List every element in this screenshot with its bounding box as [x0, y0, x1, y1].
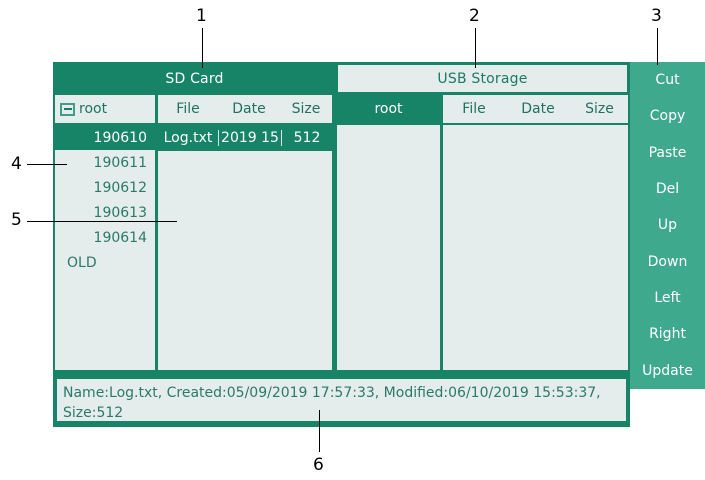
sd-tree-header-label: root — [79, 101, 108, 117]
table-row[interactable]: Log.txt 2019 15 512 — [158, 125, 332, 151]
tree-item[interactable]: OLD — [55, 250, 155, 275]
sd-files-header: File Date Size — [158, 95, 332, 123]
tree-item-label: 190613 — [93, 204, 147, 221]
tab-sd-card[interactable]: SD Card — [53, 65, 336, 92]
callout-number-6: 6 — [313, 455, 324, 475]
column-header-size[interactable]: Size — [585, 101, 614, 117]
cell-file: Log.txt — [163, 130, 213, 146]
up-button[interactable]: Up — [657, 217, 678, 234]
cell-size: 512 — [293, 130, 321, 146]
tree-item-label: OLD — [67, 254, 97, 271]
down-button[interactable]: Down — [647, 253, 688, 270]
status-bar: Name:Log.txt, Created:05/09/2019 17:57:3… — [55, 377, 628, 423]
callout-leader-3 — [657, 28, 658, 65]
callout-number-5: 5 — [11, 210, 22, 230]
copy-button[interactable]: Copy — [649, 108, 686, 125]
callout-number-3: 3 — [651, 6, 662, 26]
cut-button[interactable]: Cut — [655, 72, 680, 89]
update-button[interactable]: Update — [642, 362, 693, 379]
callout-number-1: 1 — [196, 6, 207, 26]
paste-button[interactable]: Paste — [648, 144, 687, 161]
tree-item[interactable]: 190612 — [55, 175, 155, 200]
tree-item[interactable]: 190611 — [55, 150, 155, 175]
file-manager-window: SD Card USB Storage root File Date Size … — [53, 62, 630, 427]
sd-tree-header[interactable]: root — [55, 95, 155, 123]
callout-leader-2 — [475, 28, 476, 68]
cell-date: 2019 15 — [218, 130, 282, 146]
column-header-size[interactable]: Size — [291, 101, 321, 117]
tab-sd-card-label: SD Card — [165, 70, 224, 87]
usb-tree-header-label: root — [374, 101, 403, 117]
tree-item-label: 190610 — [93, 129, 147, 146]
tree-item[interactable]: 190610 — [55, 125, 155, 150]
tree-item[interactable]: 190613 — [55, 200, 155, 225]
tab-usb-storage-label: USB Storage — [437, 70, 528, 87]
tree-item-label: 190612 — [93, 179, 147, 196]
tree-item[interactable]: 190614 — [55, 225, 155, 250]
callout-number-4: 4 — [11, 154, 22, 174]
action-button-column: Cut Copy Paste Del Up Down Left Right Up… — [630, 62, 705, 389]
usb-files-header: File Date Size — [443, 95, 628, 123]
column-header-date[interactable]: Date — [521, 101, 555, 117]
sd-files-panel[interactable]: Log.txt 2019 15 512 — [158, 125, 332, 370]
column-header-date[interactable]: Date — [232, 101, 266, 117]
callout-leader-6 — [319, 410, 320, 452]
del-button[interactable]: Del — [655, 181, 680, 198]
callout-leader-5 — [27, 221, 177, 222]
usb-tree-header[interactable]: root — [337, 95, 440, 123]
column-header-file[interactable]: File — [176, 101, 200, 117]
sd-tree-panel[interactable]: 190610 190611 190612 190613 190614 OLD — [55, 125, 155, 370]
column-header-file[interactable]: File — [462, 101, 486, 117]
usb-files-panel[interactable] — [443, 125, 628, 370]
callout-leader-1 — [202, 28, 203, 68]
right-button[interactable]: Right — [649, 326, 686, 343]
callout-number-2: 2 — [469, 6, 480, 26]
usb-tree-panel[interactable] — [337, 125, 440, 370]
minus-box-icon[interactable] — [60, 102, 75, 116]
tree-item-label: 190611 — [93, 154, 147, 171]
tab-usb-storage[interactable]: USB Storage — [338, 65, 627, 92]
left-button[interactable]: Left — [654, 290, 681, 307]
tree-item-label: 190614 — [93, 229, 147, 246]
callout-leader-4 — [27, 164, 67, 165]
